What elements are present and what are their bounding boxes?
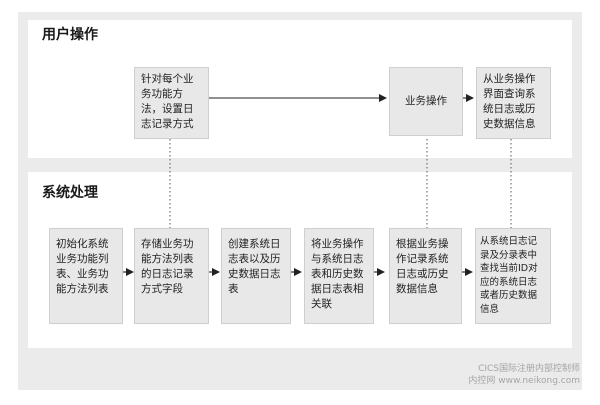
system-processing-title: 系统处理 bbox=[42, 185, 98, 201]
box-lookup-info: 从系统日志记 录及分录表中 查找当前ID对 应的系统日志 或者历史数据 信息 bbox=[475, 228, 551, 324]
box-config-log-method: 针对每个业 务功能方 法，设置日 志记录方式 bbox=[134, 67, 209, 139]
watermark: CICS国际注册内部控制师 内控网 www.neikong.com bbox=[468, 363, 580, 387]
box-business-operation: 业务操作 bbox=[389, 67, 463, 136]
box-query-log: 从业务操作 界面查询系 统日志或历 史数据信息 bbox=[476, 67, 551, 139]
box-record-info: 根据业务操 作记录系统 日志或历史 数据信息 bbox=[389, 228, 462, 324]
user-operations-title: 用户操作 bbox=[42, 27, 98, 43]
box-init-lists: 初始化系统 业务功能列 表、业务功 能方法列表 bbox=[49, 228, 123, 324]
watermark-line2: 内控网 www.neikong.com bbox=[468, 376, 580, 386]
watermark-line1: CICS国际注册内部控制师 bbox=[478, 364, 580, 374]
box-link-tables: 将业务操作 与系统日志 表和历史数 据日志表相 关联 bbox=[304, 228, 374, 324]
box-store-fields: 存储业务功 能方法列表 的日志记录 方式字段 bbox=[134, 228, 209, 324]
box-create-tables: 创建系统日 志表以及历 史数据日志 表 bbox=[221, 228, 291, 324]
